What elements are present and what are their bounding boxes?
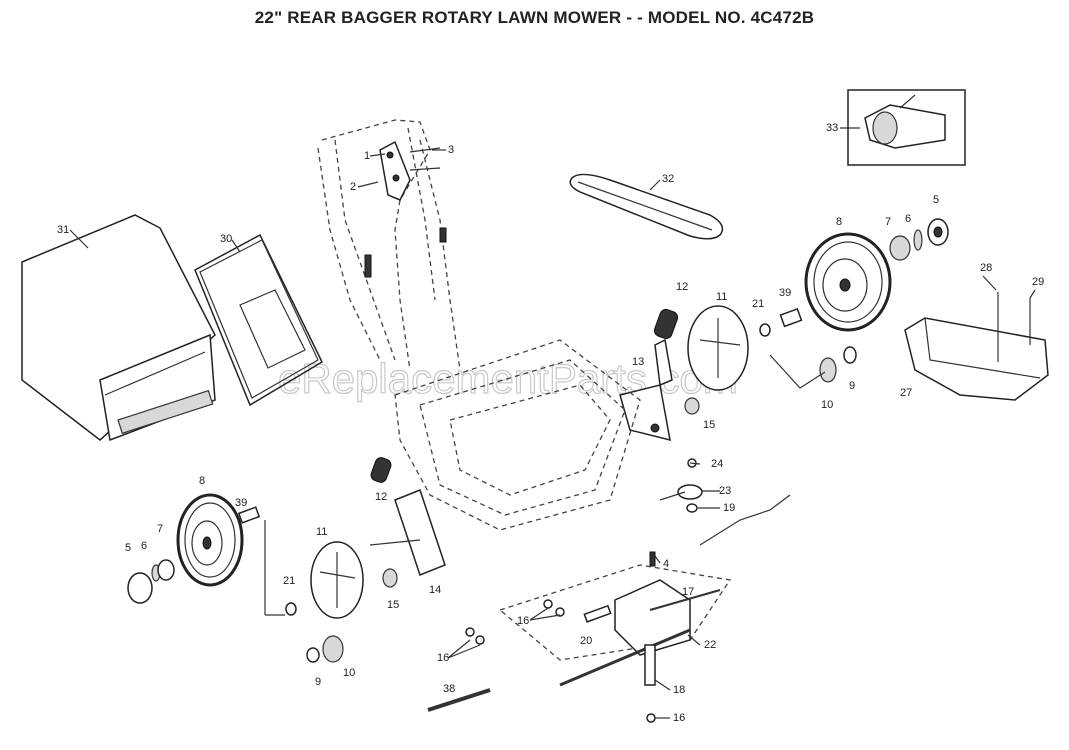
label-32: 32 <box>662 173 674 185</box>
label-7: 7 <box>885 216 891 228</box>
transmission-assembly <box>427 458 791 723</box>
left-drive-parts <box>285 457 446 663</box>
label-27: 27 <box>900 387 912 399</box>
label-8: 8 <box>836 216 842 228</box>
label-22: 22 <box>704 639 716 651</box>
handle-assembly <box>317 119 461 371</box>
label-4: 4 <box>663 558 669 570</box>
label-1: 1 <box>364 150 370 162</box>
drive-belt <box>569 173 724 240</box>
label-8b: 8 <box>199 475 205 487</box>
label-23: 23 <box>719 485 731 497</box>
bag-frame <box>194 233 323 407</box>
label-5: 5 <box>933 194 939 206</box>
label-31: 31 <box>57 224 69 236</box>
label-7b: 7 <box>157 523 163 535</box>
label-21b: 21 <box>283 575 295 587</box>
label-10: 10 <box>821 399 833 411</box>
label-18: 18 <box>673 684 685 696</box>
label-5b: 5 <box>125 542 131 554</box>
label-9: 9 <box>849 380 855 392</box>
label-19: 19 <box>723 502 735 514</box>
label-21: 21 <box>752 298 764 310</box>
label-29: 29 <box>1032 276 1044 288</box>
rear-wheel-left <box>127 493 261 604</box>
leader-lines <box>69 127 1036 719</box>
label-16c: 16 <box>673 712 685 724</box>
label-6b: 6 <box>141 540 147 552</box>
label-16b: 16 <box>437 652 449 664</box>
label-2: 2 <box>350 181 356 193</box>
label-16a: 16 <box>517 615 529 627</box>
grass-bag <box>21 214 216 442</box>
label-11: 11 <box>716 291 727 303</box>
label-13: 13 <box>632 356 644 368</box>
label-39: 39 <box>779 287 791 299</box>
label-12: 12 <box>676 281 688 293</box>
label-11b: 11 <box>316 526 327 538</box>
label-20: 20 <box>580 635 592 647</box>
bag-adaptor-box <box>847 89 966 166</box>
label-10b: 10 <box>343 667 355 679</box>
mower-deck <box>394 339 641 531</box>
label-9b: 9 <box>315 676 321 688</box>
part-labels: 1 2 3 31 30 32 33 5 6 7 8 28 29 27 39 21… <box>57 122 1044 724</box>
label-24: 24 <box>711 458 723 470</box>
label-28: 28 <box>980 262 992 274</box>
rear-baffle <box>904 292 1049 401</box>
label-15b: 15 <box>387 599 399 611</box>
label-6: 6 <box>905 213 911 225</box>
label-14: 14 <box>429 584 441 596</box>
label-39b: 39 <box>235 497 247 509</box>
control-bracket <box>364 140 447 278</box>
rear-wheel-right <box>804 218 949 332</box>
diagram-title: 22" REAR BAGGER ROTARY LAWN MOWER - - MO… <box>254 8 815 27</box>
label-33: 33 <box>826 122 838 134</box>
label-30: 30 <box>220 233 232 245</box>
right-drive-parts <box>619 305 857 442</box>
label-15: 15 <box>703 419 715 431</box>
label-3: 3 <box>448 144 454 156</box>
label-17: 17 <box>682 586 694 598</box>
label-12b: 12 <box>375 491 387 503</box>
label-38: 38 <box>443 683 455 695</box>
